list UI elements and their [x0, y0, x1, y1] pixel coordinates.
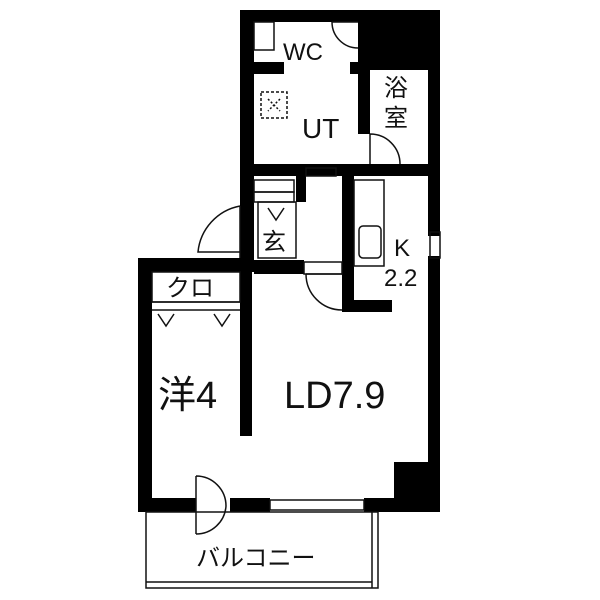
- wall-bottom-right: [364, 498, 440, 512]
- wall-bottom-left: [138, 498, 196, 512]
- wall-kitchen-left: [342, 176, 354, 310]
- wall-right-column: [362, 10, 440, 70]
- kitchen-counter: [353, 179, 385, 267]
- ld-door: [305, 273, 343, 311]
- wall-bottom-mid: [230, 498, 270, 512]
- wall-upper-left: [240, 10, 254, 272]
- window-kitchen: [429, 231, 441, 259]
- wall-entrance-right: [296, 176, 306, 202]
- washer-box: [260, 91, 288, 119]
- label-kitchen-1: K: [394, 235, 410, 262]
- wc-door: [331, 21, 359, 49]
- entrance-floor: [257, 201, 297, 259]
- label-ut: UT: [302, 113, 339, 144]
- wc-fixture: [253, 21, 275, 51]
- label-closet: クロ: [166, 275, 214, 302]
- shoe-cabinet: [253, 179, 295, 193]
- label-bath-2: 室: [384, 105, 408, 132]
- bath-door: [369, 133, 401, 165]
- wall-right-outer-upper: [428, 10, 440, 236]
- wall-wc-bottom: [254, 62, 284, 74]
- wall-right-outer-lower: [428, 256, 440, 512]
- label-kitchen: K 2.2: [384, 235, 417, 292]
- wall-western-top: [138, 258, 254, 272]
- label-kitchen-2: 2.2: [384, 265, 417, 292]
- entrance-door: [197, 205, 241, 258]
- kitchen-sink: [358, 225, 382, 259]
- wall-wc-bottom-2: [350, 62, 370, 74]
- label-bath: 浴 室: [384, 75, 415, 132]
- wall-kitchen-bottom: [342, 300, 392, 312]
- label-bath-1: 浴: [384, 75, 408, 102]
- details: [145, 21, 441, 589]
- window-ut-bottom: [305, 167, 337, 177]
- wall-western-right: [240, 272, 252, 436]
- label-living-dining: LD7.9: [284, 375, 385, 417]
- label-wc: WC: [283, 39, 323, 66]
- label-western-room: 洋4: [158, 375, 217, 417]
- wall-ut-bottom: [240, 164, 430, 176]
- wall-western-left: [138, 258, 152, 512]
- balcony-door: [195, 475, 227, 535]
- labels: WC UT 浴 室 玄 K 2.2 クロ 洋4 LD7.9 バルコニー: [158, 39, 417, 572]
- walls: [138, 10, 440, 512]
- wall-entrance-bottom: [254, 260, 304, 274]
- window-ld: [269, 499, 365, 511]
- balcony-outline: [145, 511, 379, 589]
- label-entrance: 玄: [262, 229, 286, 256]
- label-balcony: バルコニー: [196, 545, 316, 572]
